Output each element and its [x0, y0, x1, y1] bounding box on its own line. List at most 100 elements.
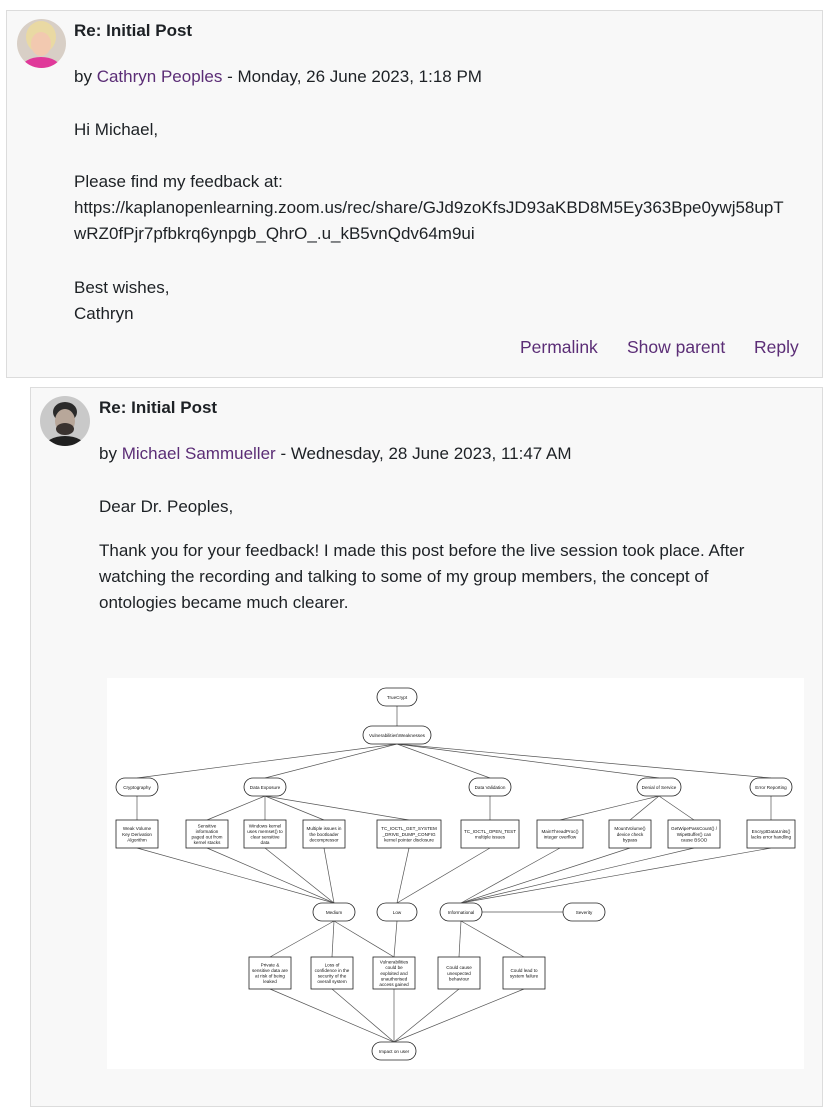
author-link[interactable]: Michael Sammueller: [121, 444, 276, 463]
node-category: Data Validation: [468, 777, 512, 797]
message-text: Please find my feedback at:: [74, 172, 283, 191]
post-byline: by Michael Sammueller - Wednesday, 28 Ju…: [99, 444, 572, 464]
by-prefix: by: [74, 67, 92, 86]
node-severity-informational: Informational: [439, 902, 483, 922]
forum-post-cathryn: Re: Initial Post by Cathryn Peoples - Mo…: [6, 10, 823, 378]
svg-text:bypass: bypass: [623, 837, 638, 842]
svg-text:Vulnerabilities\Weaknesses: Vulnerabilities\Weaknesses: [369, 733, 426, 738]
node-category: Error Reporting: [749, 777, 793, 797]
svg-text:information: information: [196, 829, 219, 834]
svg-text:Loss of: Loss of: [325, 962, 341, 967]
node-issue: MainThreadProc()integer overflow: [536, 819, 584, 849]
post-byline: by Cathryn Peoples - Monday, 26 June 202…: [74, 67, 482, 87]
svg-text:TrueCrypt: TrueCrypt: [387, 695, 408, 700]
permalink-link[interactable]: Permalink: [520, 337, 598, 357]
svg-text:multiple issues: multiple issues: [475, 835, 506, 840]
svg-text:Weak Volume: Weak Volume: [123, 826, 152, 831]
node-category: Data Exposure: [243, 777, 287, 797]
svg-text:cause BSOD: cause BSOD: [681, 837, 708, 842]
node-impact-root: Impact on user: [371, 1041, 417, 1061]
reply-link[interactable]: Reply: [754, 337, 799, 357]
svg-text:WipeBuffer() can: WipeBuffer() can: [677, 832, 712, 837]
node-issue: TC_IOCTL_GET_SYSTEM_DRIVE_DUMP_CONFIGker…: [376, 819, 442, 849]
node-vulnerabilities: Vulnerabilities\Weaknesses: [362, 725, 432, 745]
svg-text:GetWipePassCount() /: GetWipePassCount() /: [671, 826, 718, 831]
svg-text:Informational: Informational: [448, 910, 475, 915]
svg-text:access gained: access gained: [379, 982, 409, 987]
show-parent-link[interactable]: Show parent: [627, 337, 726, 357]
svg-text:Denial of Service: Denial of Service: [642, 785, 677, 790]
svg-text:paged out from: paged out from: [192, 835, 223, 840]
node-category: Denial of Service: [636, 777, 682, 797]
message-paragraph-line2: watching the recording and talking to so…: [99, 567, 709, 586]
svg-text:kernel pointer disclosure: kernel pointer disclosure: [384, 837, 434, 842]
svg-text:behaviour: behaviour: [449, 976, 470, 981]
svg-text:_DRIVE_DUMP_CONFIG: _DRIVE_DUMP_CONFIG: [381, 832, 436, 837]
message-greeting: Dear Dr. Peoples,: [99, 497, 234, 516]
svg-text:MainThreadProc(): MainThreadProc(): [541, 829, 578, 834]
node-severity-low: Low: [376, 902, 418, 922]
svg-text:leaked: leaked: [263, 979, 277, 984]
node-severity-medium: Medium: [312, 902, 356, 922]
svg-text:Vulnerabilities: Vulnerabilities: [380, 960, 409, 965]
svg-text:unexpected: unexpected: [447, 971, 471, 976]
post-date: - Wednesday, 28 June 2023, 11:47 AM: [280, 444, 572, 463]
avatar-image: [17, 19, 66, 68]
svg-text:Key Derivation: Key Derivation: [122, 832, 152, 837]
svg-text:Multiple issues in: Multiple issues in: [307, 826, 342, 831]
svg-text:Sensitive: Sensitive: [198, 823, 217, 828]
svg-text:security of the: security of the: [318, 974, 347, 979]
feedback-link-line1: https://kaplanopenlearning.zoom.us/rec/s…: [74, 198, 784, 217]
avatar-image: [40, 396, 90, 446]
svg-text:MountVolume(): MountVolume(): [614, 826, 646, 831]
svg-text:confidence in the: confidence in the: [315, 968, 350, 973]
svg-text:Impact on user: Impact on user: [379, 1049, 410, 1054]
svg-text:uses memset() to: uses memset() to: [247, 829, 283, 834]
message-signoff: Best wishes,: [74, 278, 170, 297]
node-issue: GetWipePassCount() /WipeBuffer() cancaus…: [667, 819, 721, 849]
svg-text:Low: Low: [393, 910, 402, 915]
svg-text:overall system: overall system: [317, 979, 347, 984]
svg-text:sensitive data are: sensitive data are: [252, 968, 288, 973]
post-subject: Re: Initial Post: [99, 398, 218, 417]
svg-text:Error Reporting: Error Reporting: [755, 785, 787, 790]
svg-text:Windows kernel: Windows kernel: [249, 823, 281, 828]
svg-text:clear sensitive: clear sensitive: [250, 835, 280, 840]
by-prefix: by: [99, 444, 117, 463]
message-greeting: Hi Michael,: [74, 120, 159, 139]
svg-text:the bootloader: the bootloader: [309, 832, 339, 837]
message-paragraph-line3: ontologies became much clearer.: [99, 593, 349, 612]
svg-text:device check: device check: [617, 832, 644, 837]
svg-text:could be: could be: [385, 965, 403, 970]
svg-text:exploited and: exploited and: [380, 971, 408, 976]
svg-text:system failure: system failure: [510, 974, 539, 979]
svg-text:Data Exposure: Data Exposure: [250, 785, 281, 790]
node-severity: Severity: [562, 902, 606, 922]
avatar[interactable]: [40, 396, 90, 446]
svg-text:TC_IOCTL_GET_SYSTEM: TC_IOCTL_GET_SYSTEM: [381, 826, 437, 831]
avatar[interactable]: [17, 19, 66, 68]
message-paragraph-line1: Thank you for your feedback! I made this…: [99, 541, 745, 560]
node-category: Cryptography: [115, 777, 159, 797]
message-signature: Cathryn: [74, 304, 134, 323]
post-date: - Monday, 26 June 2023, 1:18 PM: [227, 67, 482, 86]
node-truecrypt: TrueCrypt: [376, 687, 418, 707]
svg-text:Could lead to: Could lead to: [510, 968, 538, 973]
post-subject: Re: Initial Post: [74, 21, 193, 40]
svg-text:decompressor: decompressor: [309, 837, 339, 842]
svg-text:lacks error handling: lacks error handling: [751, 835, 792, 840]
svg-text:Could cause: Could cause: [446, 965, 472, 970]
svg-text:EncryptDataUnits(): EncryptDataUnits(): [752, 829, 791, 834]
ontology-diagram-image: TrueCryptVulnerabilities\WeaknessesCrypt…: [107, 678, 804, 1069]
svg-text:Data Validation: Data Validation: [475, 785, 506, 790]
author-link[interactable]: Cathryn Peoples: [96, 67, 223, 86]
